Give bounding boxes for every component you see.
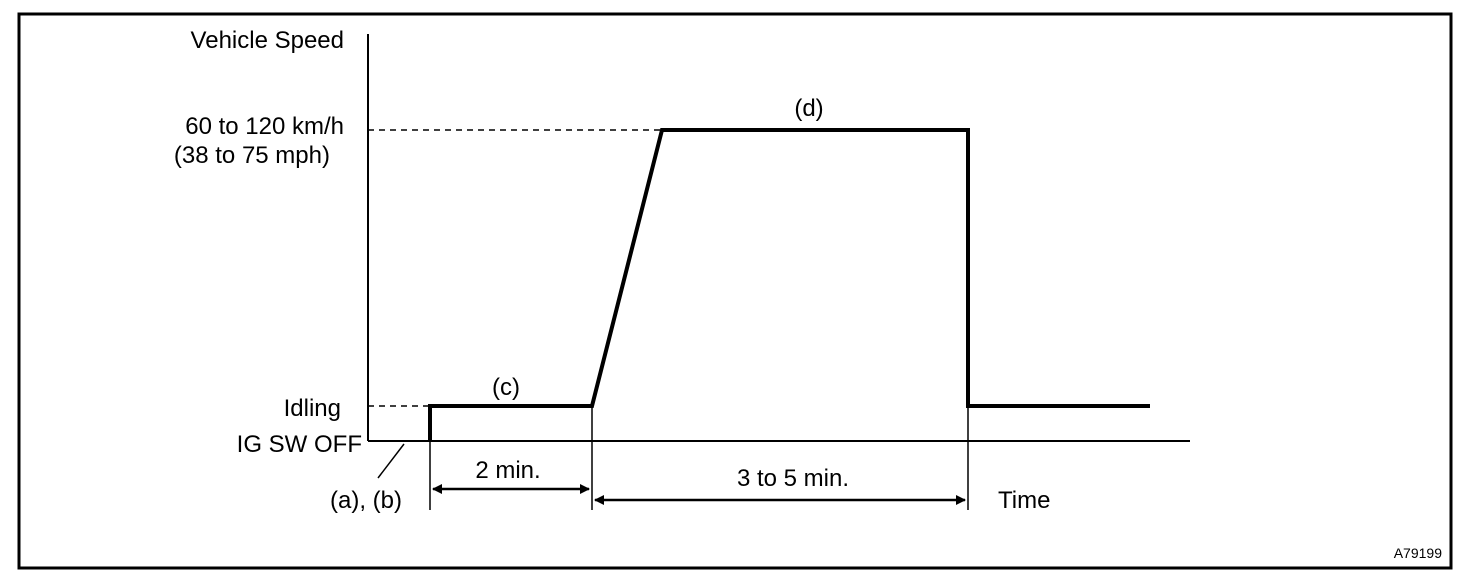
speed-range-mph-label: (38 to 75 mph) [174, 142, 330, 169]
duration-2min-label: 2 min. [475, 457, 540, 484]
idling-label: Idling [284, 395, 341, 422]
step-c-label: (c) [492, 374, 520, 401]
duration-3to5min-label: 3 to 5 min. [737, 465, 849, 492]
step-d-label: (d) [794, 95, 823, 122]
step-ab-leader [377, 443, 405, 479]
y-axis-label: Vehicle Speed [191, 27, 344, 54]
figure-frame [17, 12, 1453, 570]
figure-id-label: A79199 [1394, 545, 1442, 561]
speed-profile-line [428, 128, 1150, 441]
speed-range-kmh-label: 60 to 120 km/h [185, 113, 344, 140]
ig-sw-off-label: IG SW OFF [237, 431, 362, 458]
x-axis-label: Time [998, 487, 1050, 514]
step-ab-label: (a), (b) [330, 487, 402, 514]
